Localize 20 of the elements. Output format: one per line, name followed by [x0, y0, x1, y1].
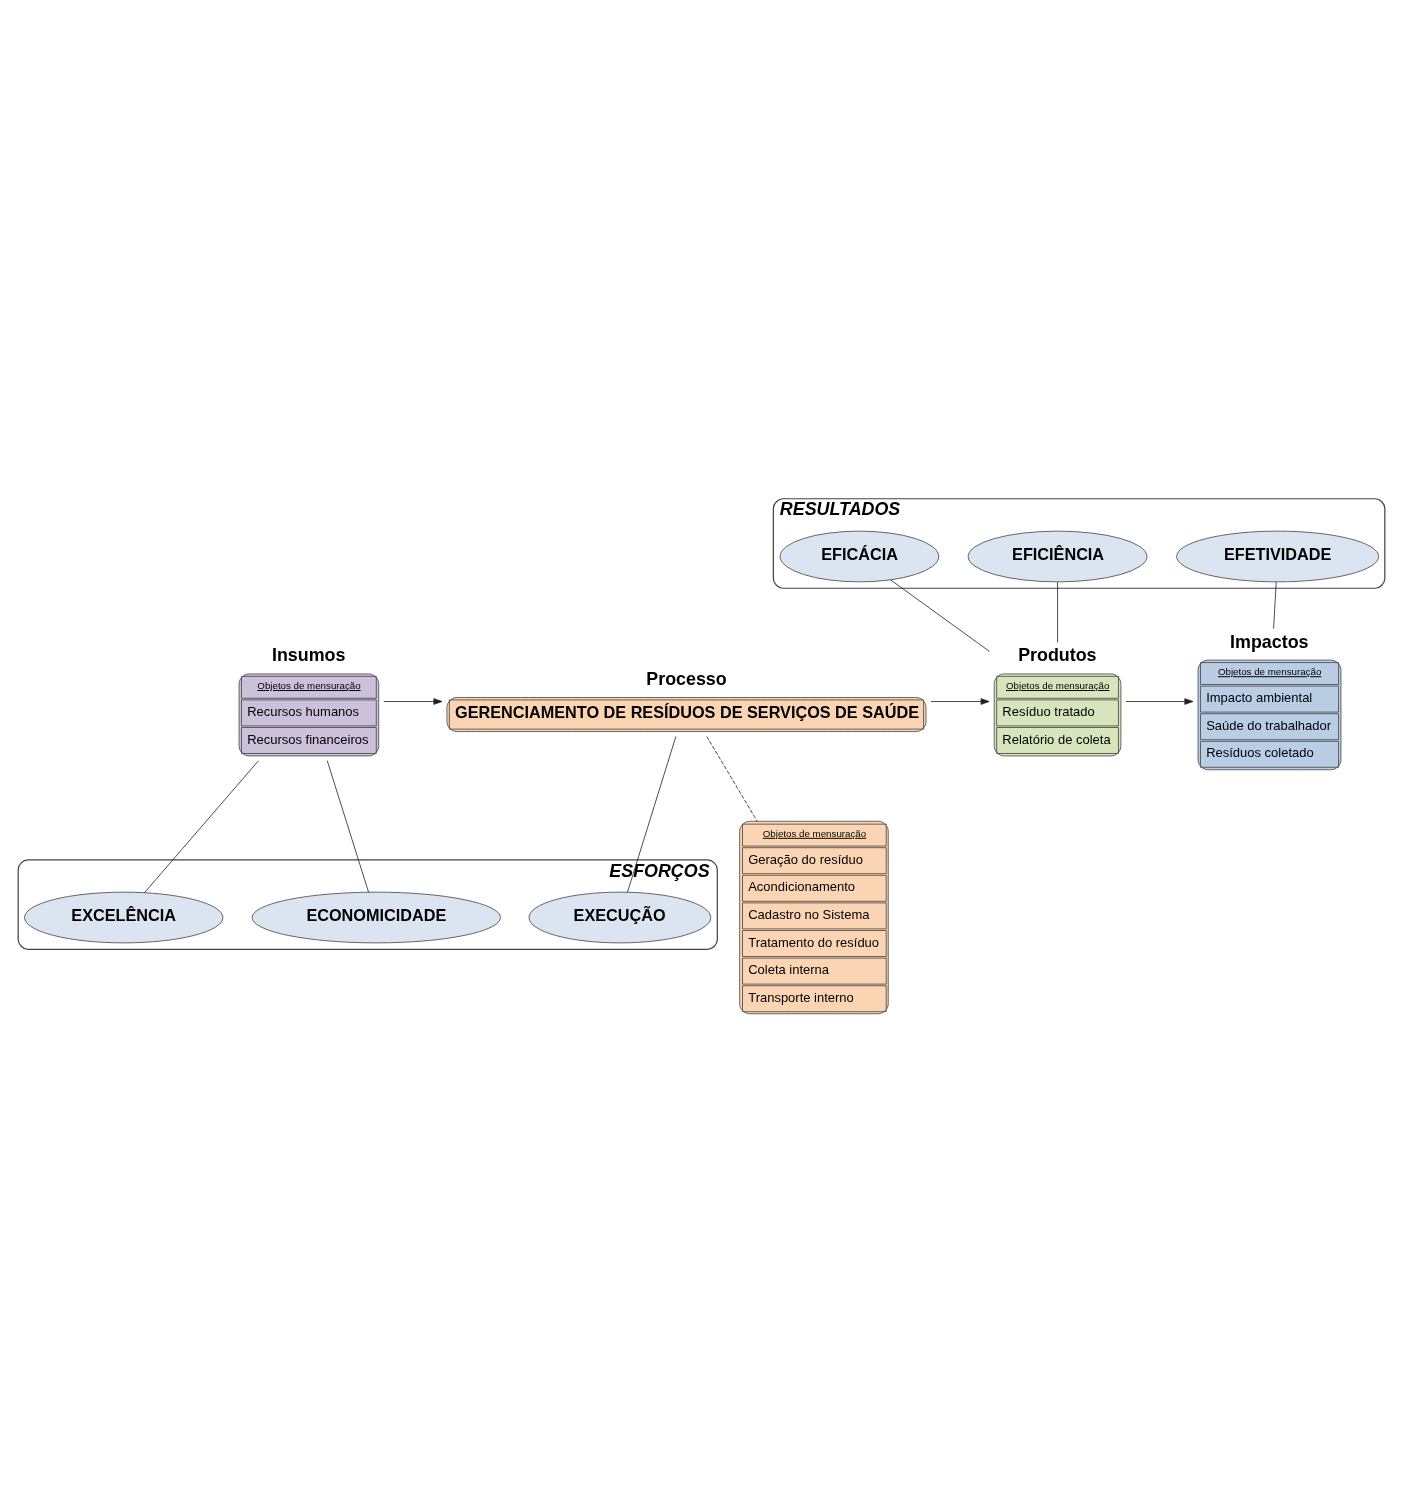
connector — [326, 760, 369, 893]
connector — [1273, 581, 1277, 629]
connector — [627, 736, 677, 893]
node-ellipse: EFICÁCIA — [779, 530, 940, 583]
node-ellipse: EXECUÇÃO — [528, 891, 712, 944]
connector — [144, 760, 259, 894]
node-label: Insumos — [271, 645, 346, 666]
arrow — [930, 698, 990, 705]
node-ellipse: ECONOMICIDADE — [251, 891, 501, 944]
node-label: Processo — [646, 668, 727, 689]
node-label: Produtos — [1018, 645, 1097, 666]
connector — [1057, 581, 1058, 643]
arrow — [383, 698, 443, 705]
arrow — [1125, 698, 1194, 705]
node-label: Impactos — [1230, 631, 1309, 652]
node-ellipse: EFICIÊNCIA — [967, 530, 1148, 583]
connector — [890, 579, 990, 652]
connector — [706, 736, 758, 822]
node-ellipse: EXCELÊNCIA — [24, 891, 224, 944]
node-ellipse: EFETIVIDADE — [1176, 530, 1380, 583]
